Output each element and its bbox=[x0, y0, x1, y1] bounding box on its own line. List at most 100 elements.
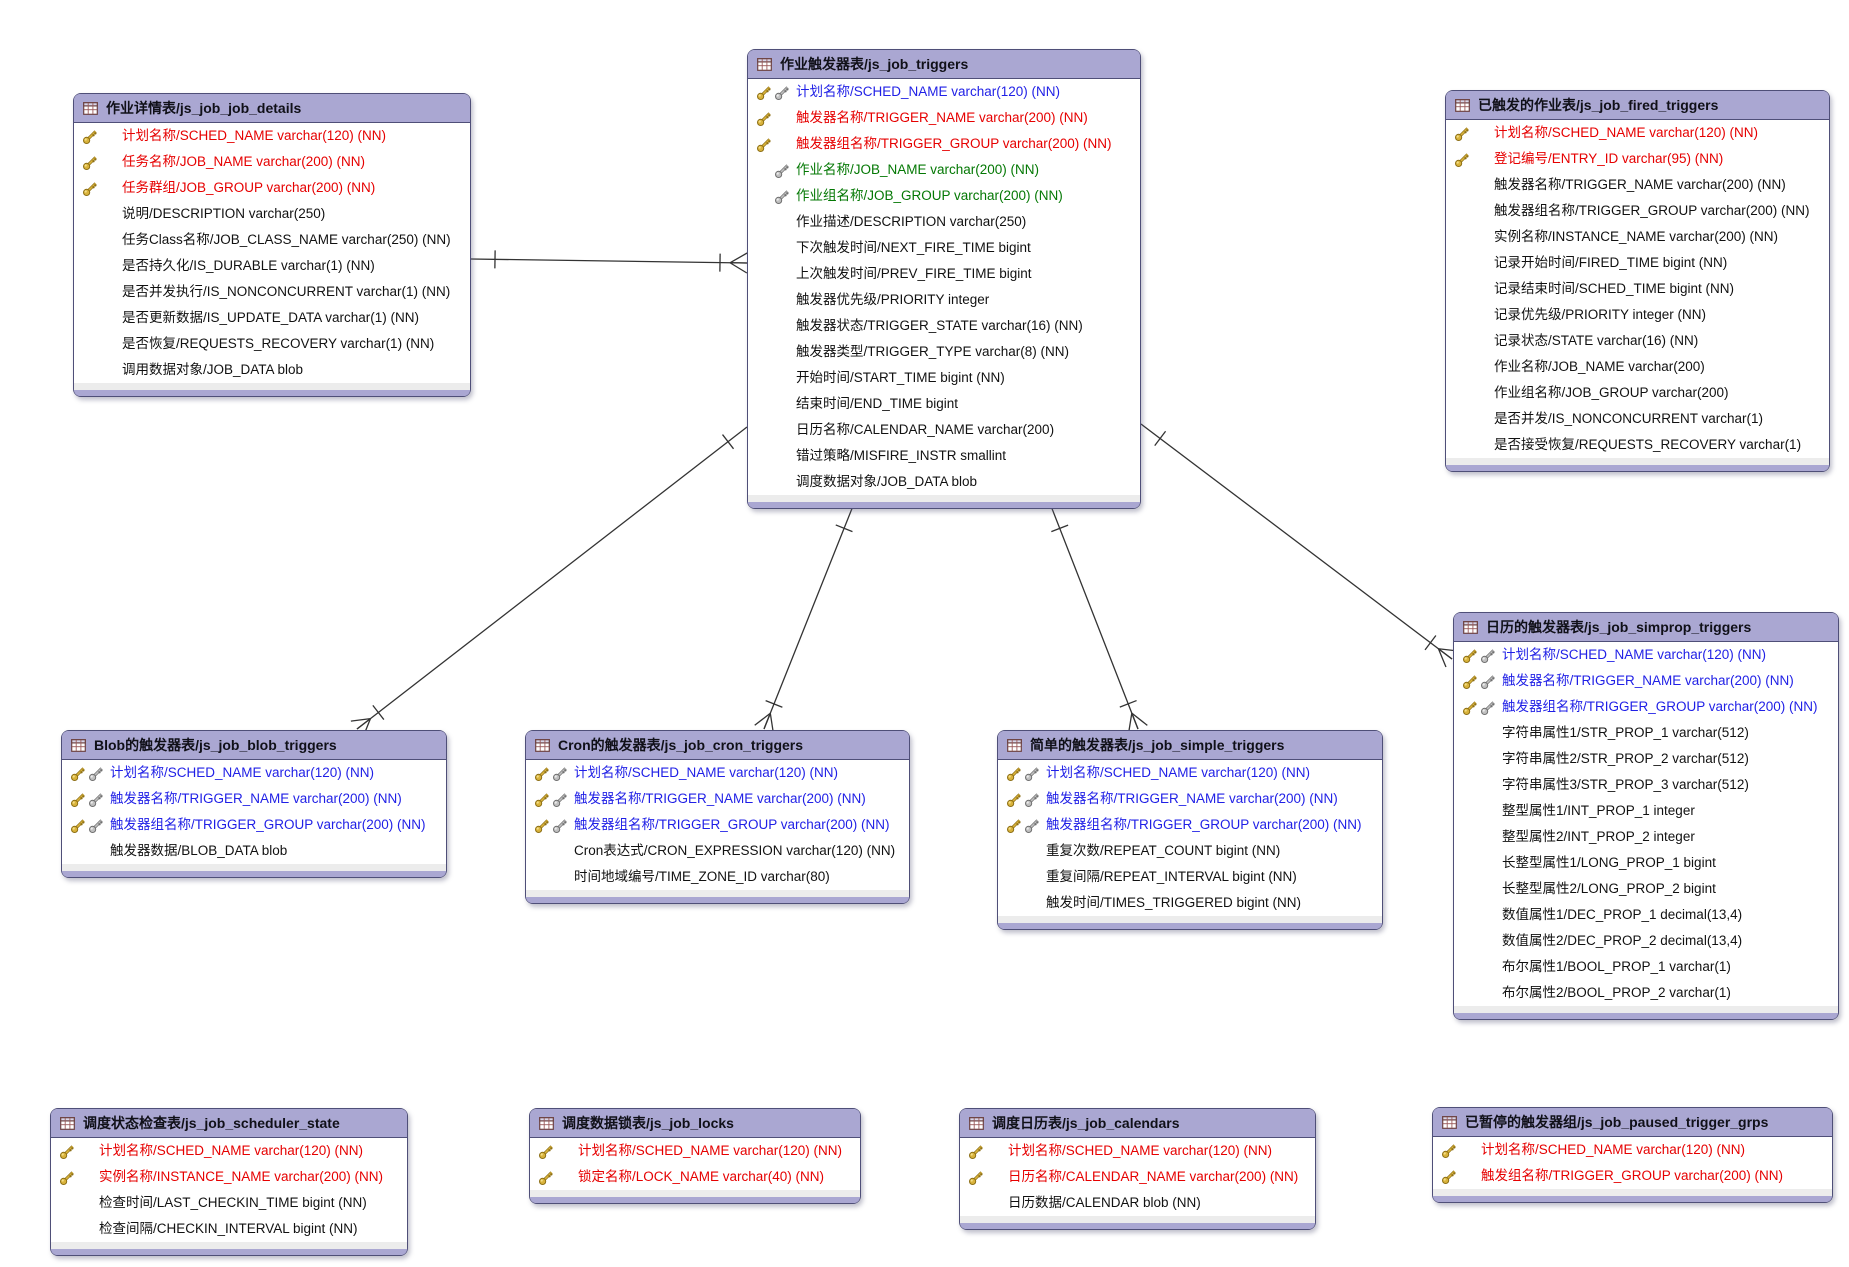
table-title-bar[interactable]: 调度状态检查表/js_job_scheduler_state bbox=[51, 1109, 407, 1138]
table-column-row[interactable]: 数值属性1/DEC_PROP_1 decimal(13,4) bbox=[1454, 902, 1838, 928]
table-column-row[interactable]: 实例名称/INSTANCE_NAME varchar(200) (NN) bbox=[1446, 224, 1829, 250]
table-column-row[interactable]: 字符串属性1/STR_PROP_1 varchar(512) bbox=[1454, 720, 1838, 746]
table-column-row[interactable]: 作业组名称/JOB_GROUP varchar(200) bbox=[1446, 380, 1829, 406]
table-column-row[interactable]: 触发器名称/TRIGGER_NAME varchar(200) (NN) bbox=[62, 786, 446, 812]
table-column-row[interactable]: 重复次数/REPEAT_COUNT bigint (NN) bbox=[998, 838, 1382, 864]
table-column-row[interactable]: 触发器组名称/TRIGGER_GROUP varchar(200) (NN) bbox=[998, 812, 1382, 838]
relationship-connector-job_details-to-triggers[interactable] bbox=[470, 250, 748, 274]
table-column-row[interactable]: 重复间隔/REPEAT_INTERVAL bigint (NN) bbox=[998, 864, 1382, 890]
table-column-row[interactable]: 计划名称/SCHED_NAME varchar(120) (NN) bbox=[960, 1138, 1315, 1164]
table-column-row[interactable]: 检查时间/LAST_CHECKIN_TIME bigint (NN) bbox=[51, 1190, 407, 1216]
table-column-row[interactable]: 触发器名称/TRIGGER_NAME varchar(200) (NN) bbox=[1454, 668, 1838, 694]
table-title-bar[interactable]: 已触发的作业表/js_job_fired_triggers bbox=[1446, 91, 1829, 120]
table-column-row[interactable]: 触发器数据/BLOB_DATA blob bbox=[62, 838, 446, 864]
table-column-row[interactable]: 整型属性1/INT_PROP_1 integer bbox=[1454, 798, 1838, 824]
table-column-row[interactable]: 字符串属性3/STR_PROP_3 varchar(512) bbox=[1454, 772, 1838, 798]
table-title-bar[interactable]: 日历的触发器表/js_job_simprop_triggers bbox=[1454, 613, 1838, 642]
table-column-row[interactable]: 日历名称/CALENDAR_NAME varchar(200) (NN) bbox=[960, 1164, 1315, 1190]
table-column-row[interactable]: 登记编号/ENTRY_ID varchar(95) (NN) bbox=[1446, 146, 1829, 172]
relationship-connector-triggers-to-cron_triggers[interactable] bbox=[754, 505, 854, 733]
table-column-row[interactable]: 记录状态/STATE varchar(16) (NN) bbox=[1446, 328, 1829, 354]
table-column-row[interactable]: 任务群组/JOB_GROUP varchar(200) (NN) bbox=[74, 175, 470, 201]
table-column-row[interactable]: 是否并发执行/IS_NONCONCURRENT varchar(1) (NN) bbox=[74, 279, 470, 305]
table-column-row[interactable]: 结束时间/END_TIME bigint bbox=[748, 391, 1140, 417]
table-column-row[interactable]: 触发器名称/TRIGGER_NAME varchar(200) (NN) bbox=[1446, 172, 1829, 198]
table-column-row[interactable]: 记录结束时间/SCHED_TIME bigint (NN) bbox=[1446, 276, 1829, 302]
table-title-bar[interactable]: 作业详情表/js_job_job_details bbox=[74, 94, 470, 123]
table-column-row[interactable]: 触发时间/TIMES_TRIGGERED bigint (NN) bbox=[998, 890, 1382, 916]
table-column-row[interactable]: 布尔属性1/BOOL_PROP_1 varchar(1) bbox=[1454, 954, 1838, 980]
table-column-row[interactable]: 上次触发时间/PREV_FIRE_TIME bigint bbox=[748, 261, 1140, 287]
table-column-row[interactable]: 是否恢复/REQUESTS_RECOVERY varchar(1) (NN) bbox=[74, 331, 470, 357]
table-column-row[interactable]: 触发器组名称/TRIGGER_GROUP varchar(200) (NN) bbox=[1446, 198, 1829, 224]
table-column-row[interactable]: 触发器名称/TRIGGER_NAME varchar(200) (NN) bbox=[526, 786, 909, 812]
table-column-row[interactable]: 触发器状态/TRIGGER_STATE varchar(16) (NN) bbox=[748, 313, 1140, 339]
table-column-row[interactable]: 作业名称/JOB_NAME varchar(200) bbox=[1446, 354, 1829, 380]
table-column-row[interactable]: 锁定名称/LOCK_NAME varchar(40) (NN) bbox=[530, 1164, 860, 1190]
table-column-row[interactable]: 调度数据对象/JOB_DATA blob bbox=[748, 469, 1140, 495]
table-column-row[interactable]: 是否更新数据/IS_UPDATE_DATA varchar(1) (NN) bbox=[74, 305, 470, 331]
table-column-row[interactable]: 是否接受恢复/REQUESTS_RECOVERY varchar(1) bbox=[1446, 432, 1829, 458]
table-column-row[interactable]: 触发组名称/TRIGGER_GROUP varchar(200) (NN) bbox=[1433, 1163, 1832, 1189]
table-column-row[interactable]: 检查间隔/CHECKIN_INTERVAL bigint (NN) bbox=[51, 1216, 407, 1242]
table-column-row[interactable]: 错过策略/MISFIRE_INSTR smallint bbox=[748, 443, 1140, 469]
table-title-bar[interactable]: 调度数据锁表/js_job_locks bbox=[530, 1109, 860, 1138]
table-column-row[interactable]: 计划名称/SCHED_NAME varchar(120) (NN) bbox=[62, 760, 446, 786]
table-column-row[interactable]: 实例名称/INSTANCE_NAME varchar(200) (NN) bbox=[51, 1164, 407, 1190]
table-column-row[interactable]: 整型属性2/INT_PROP_2 integer bbox=[1454, 824, 1838, 850]
table-column-row[interactable]: Cron表达式/CRON_EXPRESSION varchar(120) (NN… bbox=[526, 838, 909, 864]
table-column-row[interactable]: 时间地域编号/TIME_ZONE_ID varchar(80) bbox=[526, 864, 909, 890]
table-column-row[interactable]: 触发器类型/TRIGGER_TYPE varchar(8) (NN) bbox=[748, 339, 1140, 365]
table-column-row[interactable]: 记录优先级/PRIORITY integer (NN) bbox=[1446, 302, 1829, 328]
relationship-connector-triggers-to-simprop_triggers[interactable] bbox=[1140, 423, 1459, 668]
table-column-row[interactable]: 计划名称/SCHED_NAME varchar(120) (NN) bbox=[1446, 120, 1829, 146]
table-column-row[interactable]: 数值属性2/DEC_PROP_2 decimal(13,4) bbox=[1454, 928, 1838, 954]
table-column-row[interactable]: 长整型属性1/LONG_PROP_1 bigint bbox=[1454, 850, 1838, 876]
table-column-row[interactable]: 计划名称/SCHED_NAME varchar(120) (NN) bbox=[51, 1138, 407, 1164]
table-column-row[interactable]: 布尔属性2/BOOL_PROP_2 varchar(1) bbox=[1454, 980, 1838, 1006]
table-column-row[interactable]: 任务Class名称/JOB_CLASS_NAME varchar(250) (N… bbox=[74, 227, 470, 253]
table-column-row[interactable]: 作业名称/JOB_NAME varchar(200) (NN) bbox=[748, 157, 1140, 183]
table-column-row[interactable]: 任务名称/JOB_NAME varchar(200) (NN) bbox=[74, 149, 470, 175]
table-column-row[interactable]: 触发器组名称/TRIGGER_GROUP varchar(200) (NN) bbox=[748, 131, 1140, 157]
table-column-row[interactable]: 开始时间/START_TIME bigint (NN) bbox=[748, 365, 1140, 391]
table-column-row[interactable]: 是否持久化/IS_DURABLE varchar(1) (NN) bbox=[74, 253, 470, 279]
table-title-bar[interactable]: 调度日历表/js_job_calendars bbox=[960, 1109, 1315, 1138]
table-column-row[interactable]: 是否并发/IS_NONCONCURRENT varchar(1) bbox=[1446, 406, 1829, 432]
table-column-row[interactable]: 触发器名称/TRIGGER_NAME varchar(200) (NN) bbox=[998, 786, 1382, 812]
table-column-row[interactable]: 作业组名称/JOB_GROUP varchar(200) (NN) bbox=[748, 183, 1140, 209]
table-column-row[interactable]: 触发器组名称/TRIGGER_GROUP varchar(200) (NN) bbox=[526, 812, 909, 838]
table-column-row[interactable]: 说明/DESCRIPTION varchar(250) bbox=[74, 201, 470, 227]
table-column-row[interactable]: 计划名称/SCHED_NAME varchar(120) (NN) bbox=[1433, 1137, 1832, 1163]
table-title-bar[interactable]: 作业触发器表/js_job_triggers bbox=[748, 50, 1140, 79]
table-column-row[interactable]: 调用数据对象/JOB_DATA blob bbox=[74, 357, 470, 383]
table-column-row[interactable]: 计划名称/SCHED_NAME varchar(120) (NN) bbox=[1454, 642, 1838, 668]
table-column-row[interactable]: 计划名称/SCHED_NAME varchar(120) (NN) bbox=[526, 760, 909, 786]
table-column-row[interactable]: 触发器名称/TRIGGER_NAME varchar(200) (NN) bbox=[748, 105, 1140, 131]
table-column-row[interactable]: 作业描述/DESCRIPTION varchar(250) bbox=[748, 209, 1140, 235]
table-title-bar[interactable]: Cron的触发器表/js_job_cron_triggers bbox=[526, 731, 909, 760]
table-title-bar[interactable]: 简单的触发器表/js_job_simple_triggers bbox=[998, 731, 1382, 760]
table-column-row[interactable]: 计划名称/SCHED_NAME varchar(120) (NN) bbox=[530, 1138, 860, 1164]
table-column-row[interactable]: 计划名称/SCHED_NAME varchar(120) (NN) bbox=[74, 123, 470, 149]
relationship-connector-triggers-to-simple_triggers[interactable] bbox=[1050, 505, 1148, 733]
table-column-row[interactable]: 计划名称/SCHED_NAME varchar(120) (NN) bbox=[998, 760, 1382, 786]
relationship-connector-triggers-to-blob_triggers[interactable] bbox=[350, 426, 748, 738]
table-column-row[interactable]: 触发器组名称/TRIGGER_GROUP varchar(200) (NN) bbox=[1454, 694, 1838, 720]
table-title-bar[interactable]: 已暂停的触发器组/js_job_paused_trigger_grps bbox=[1433, 1108, 1832, 1137]
table-column-row[interactable]: 记录开始时间/FIRED_TIME bigint (NN) bbox=[1446, 250, 1829, 276]
table-column-row[interactable]: 字符串属性2/STR_PROP_2 varchar(512) bbox=[1454, 746, 1838, 772]
table-column-row[interactable]: 日历数据/CALENDAR blob (NN) bbox=[960, 1190, 1315, 1216]
table-column-row[interactable]: 下次触发时间/NEXT_FIRE_TIME bigint bbox=[748, 235, 1140, 261]
